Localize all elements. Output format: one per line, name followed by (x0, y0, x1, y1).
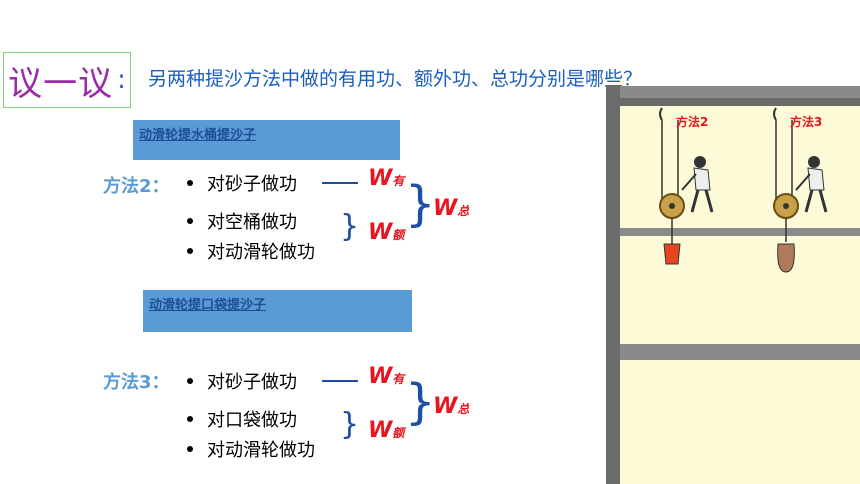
bullet-icon (187, 416, 193, 422)
method-3-item-bag: 对口袋做功 (187, 406, 297, 432)
method-3-item-pulley: 对动滑轮做功 (187, 436, 315, 462)
bucket-icon (663, 243, 681, 265)
worker-icon (795, 156, 828, 213)
bullet-icon (187, 248, 193, 254)
item-text: 对空桶做功 (207, 212, 297, 233)
brace-total-2: } (405, 176, 436, 232)
title-colon: : (117, 65, 126, 95)
method-3-item-sand: 对砂子做功 (187, 368, 297, 394)
item-text: 对砂子做功 (207, 174, 297, 195)
brace-extra-2: } (340, 209, 360, 244)
setup-method-3: 方法3 (773, 107, 828, 273)
page-title: 议一议 (8, 63, 114, 104)
banner-method-3[interactable]: 动滑轮提口袋提沙子 (143, 290, 412, 332)
w-useful-3: W有 (368, 364, 405, 389)
setup-method-2: 方法2 (659, 107, 714, 265)
w-useful-2: W有 (368, 166, 405, 191)
left-wall (606, 86, 620, 484)
item-text: 对动滑轮做功 (207, 440, 315, 461)
item-text: 对动滑轮做功 (207, 242, 315, 263)
method-2-item-bucket: 对空桶做功 (187, 208, 297, 234)
w-total-2: W总 (433, 196, 470, 221)
bullet-icon (187, 180, 193, 186)
floor-1 (620, 360, 860, 484)
w-extra-2: W额 (368, 220, 405, 245)
ceiling-beam (606, 98, 860, 106)
pulley-diagram: 方法2 方法3 (606, 86, 860, 484)
brace-extra-3: } (340, 407, 360, 442)
floor-2 (620, 236, 860, 344)
worker-icon (681, 156, 714, 213)
hook-icon (659, 107, 663, 121)
w-total-3: W总 (433, 394, 470, 419)
item-text: 对砂子做功 (207, 372, 297, 393)
brace-total-3: } (405, 374, 436, 430)
bullet-icon (187, 446, 193, 452)
method-2-item-sand: 对砂子做功 (187, 170, 297, 196)
bag-icon (777, 243, 795, 273)
banner-method-2[interactable]: 动滑轮提水桶提沙子 (133, 120, 400, 160)
diagram-label-2: 方法2 (676, 114, 708, 129)
w-extra-3: W额 (368, 418, 405, 443)
question-text: 另两种提沙方法中做的有用功、额外功、总功分别是哪些？ (148, 68, 643, 90)
hook-icon (773, 107, 777, 121)
connector-line (322, 182, 358, 184)
method-3-label: 方法3： (103, 372, 170, 393)
bullet-icon (187, 218, 193, 224)
title-box: 议一议 : (3, 52, 131, 108)
method-2-item-pulley: 对动滑轮做功 (187, 238, 315, 264)
diagram-label-3: 方法3 (790, 114, 822, 129)
method-2-label: 方法2： (103, 176, 170, 197)
item-text: 对口袋做功 (207, 410, 297, 431)
bullet-icon (187, 378, 193, 384)
connector-line (322, 380, 358, 382)
